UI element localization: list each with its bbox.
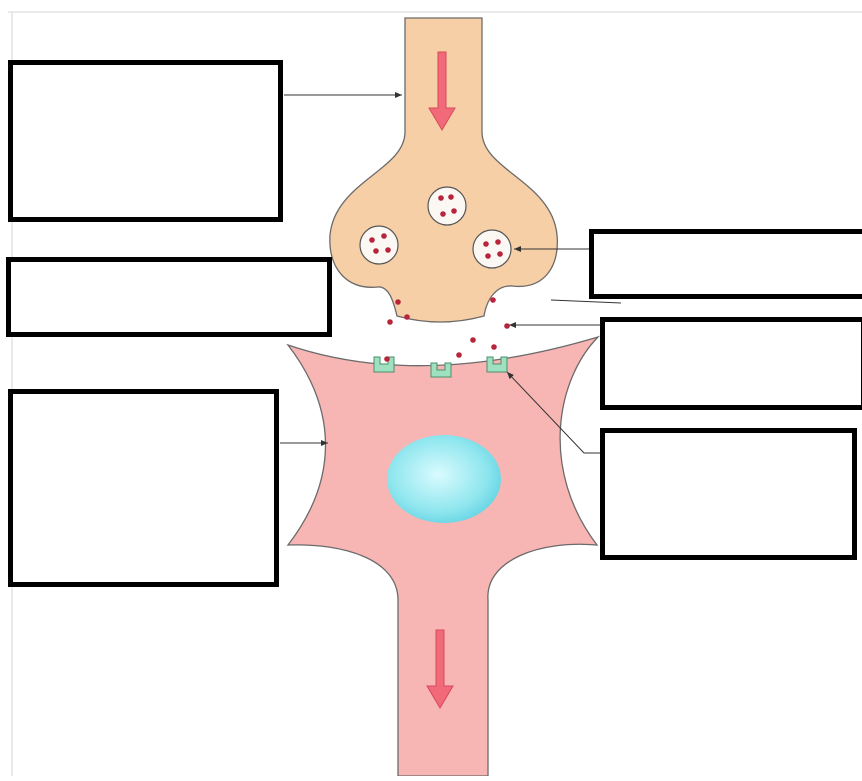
vesicle	[428, 187, 466, 225]
label-box-axon[interactable]	[8, 60, 283, 222]
vesicle	[473, 230, 511, 268]
label-box-postsynaptic-neuron[interactable]	[8, 389, 279, 587]
vesicle	[360, 226, 398, 264]
label-box-vesicle-release[interactable]	[6, 257, 332, 337]
receptor	[374, 357, 394, 372]
label-box-receptor[interactable]	[600, 428, 857, 560]
leader-line-cleft-tick	[551, 300, 621, 303]
label-box-synaptic-cleft[interactable]	[600, 317, 862, 410]
nucleus	[387, 435, 501, 523]
label-box-synaptic-vesicle[interactable]	[589, 229, 862, 299]
postsynaptic-neuron	[288, 337, 598, 776]
